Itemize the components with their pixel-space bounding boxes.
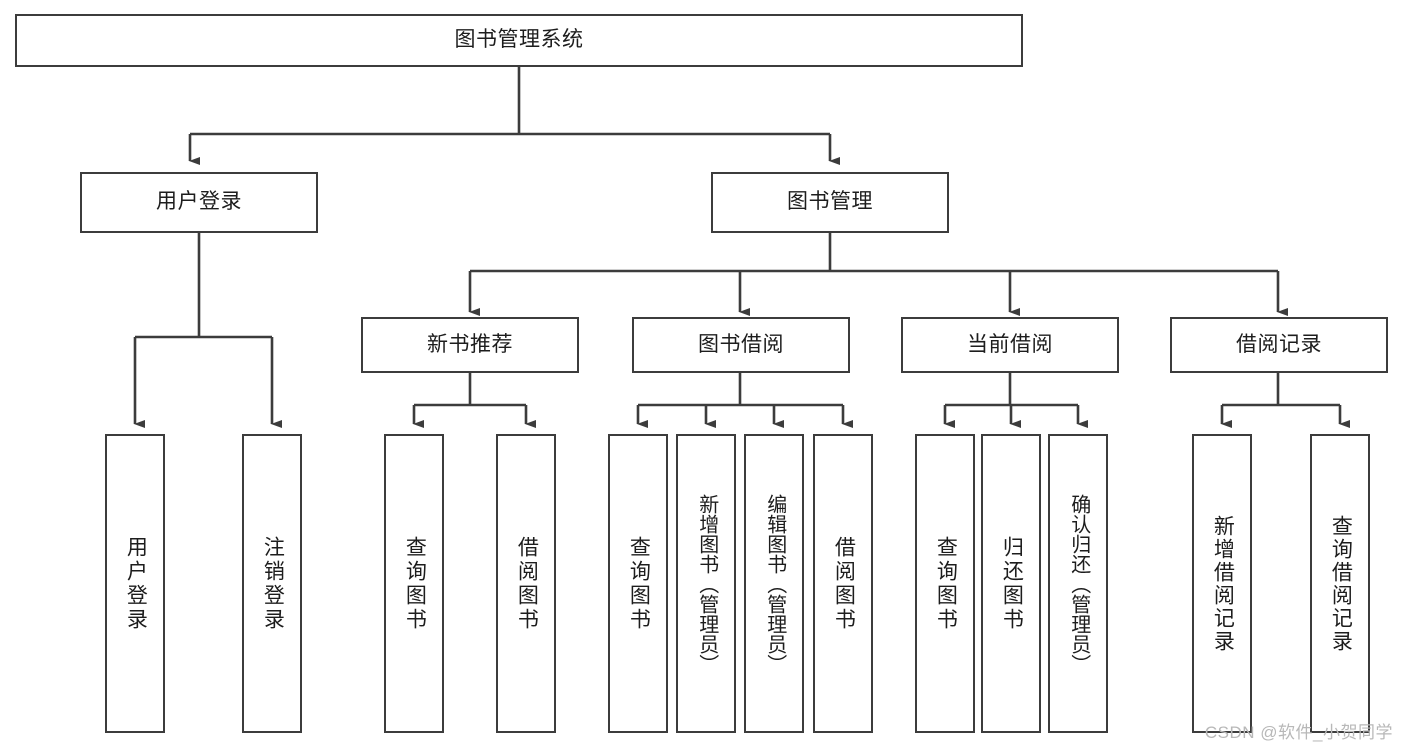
leaf-user-login-login[interactable]: 用户登录: [105, 434, 165, 733]
node-label: 用户登录: [124, 535, 148, 632]
leaf-book-borrow-add-book-admin[interactable]: 新增图书（管理员）: [676, 434, 736, 733]
leaf-current-borrow-return-book[interactable]: 归还图书: [981, 434, 1041, 733]
node-label: 图书管理: [787, 190, 873, 214]
node-label: 新增借阅记录: [1211, 514, 1235, 653]
leaf-book-borrow-borrow-book[interactable]: 借阅图书: [813, 434, 873, 733]
node-label: 编辑图书（管理员）: [763, 493, 786, 674]
node-label: 查询图书: [934, 535, 958, 632]
node-user-login[interactable]: 用户登录: [80, 172, 318, 233]
node-label: 确认归还（管理员）: [1067, 493, 1090, 674]
node-label: 图书管理系统: [454, 28, 584, 52]
node-label: 查询图书: [627, 535, 651, 632]
node-root-book-management-system[interactable]: 图书管理系统: [15, 14, 1023, 67]
leaf-current-borrow-confirm-return-admin[interactable]: 确认归还（管理员）: [1048, 434, 1108, 733]
node-current-borrow[interactable]: 当前借阅: [901, 317, 1119, 373]
node-label: 图书借阅: [698, 332, 784, 356]
node-label: 注销登录: [261, 535, 285, 632]
node-new-book-recommend[interactable]: 新书推荐: [361, 317, 579, 373]
node-borrow-record[interactable]: 借阅记录: [1170, 317, 1388, 373]
leaf-current-borrow-query-book[interactable]: 查询图书: [915, 434, 975, 733]
node-label: 归还图书: [1000, 535, 1024, 632]
leaf-book-borrow-edit-book-admin[interactable]: 编辑图书（管理员）: [744, 434, 804, 733]
leaf-new-book-query-book[interactable]: 查询图书: [384, 434, 444, 733]
node-label: 查询借阅记录: [1329, 514, 1353, 653]
node-book-management[interactable]: 图书管理: [711, 172, 949, 233]
leaf-new-book-borrow-book[interactable]: 借阅图书: [496, 434, 556, 733]
node-label: 借阅图书: [515, 535, 539, 632]
node-label: 当前借阅: [967, 332, 1053, 356]
leaf-borrow-record-query-record[interactable]: 查询借阅记录: [1310, 434, 1370, 733]
watermark-text: CSDN @软件_小贺同学: [1204, 723, 1393, 742]
node-label: 查询图书: [403, 535, 427, 632]
leaf-borrow-record-add-record[interactable]: 新增借阅记录: [1192, 434, 1252, 733]
node-label: 用户登录: [156, 190, 242, 214]
node-book-borrow[interactable]: 图书借阅: [632, 317, 850, 373]
node-label: 借阅记录: [1236, 332, 1322, 356]
node-label: 新书推荐: [427, 332, 513, 356]
leaf-user-login-logout[interactable]: 注销登录: [242, 434, 302, 733]
leaf-book-borrow-query-book[interactable]: 查询图书: [608, 434, 668, 733]
node-label: 新增图书（管理员）: [695, 493, 718, 674]
node-label: 借阅图书: [832, 535, 856, 632]
